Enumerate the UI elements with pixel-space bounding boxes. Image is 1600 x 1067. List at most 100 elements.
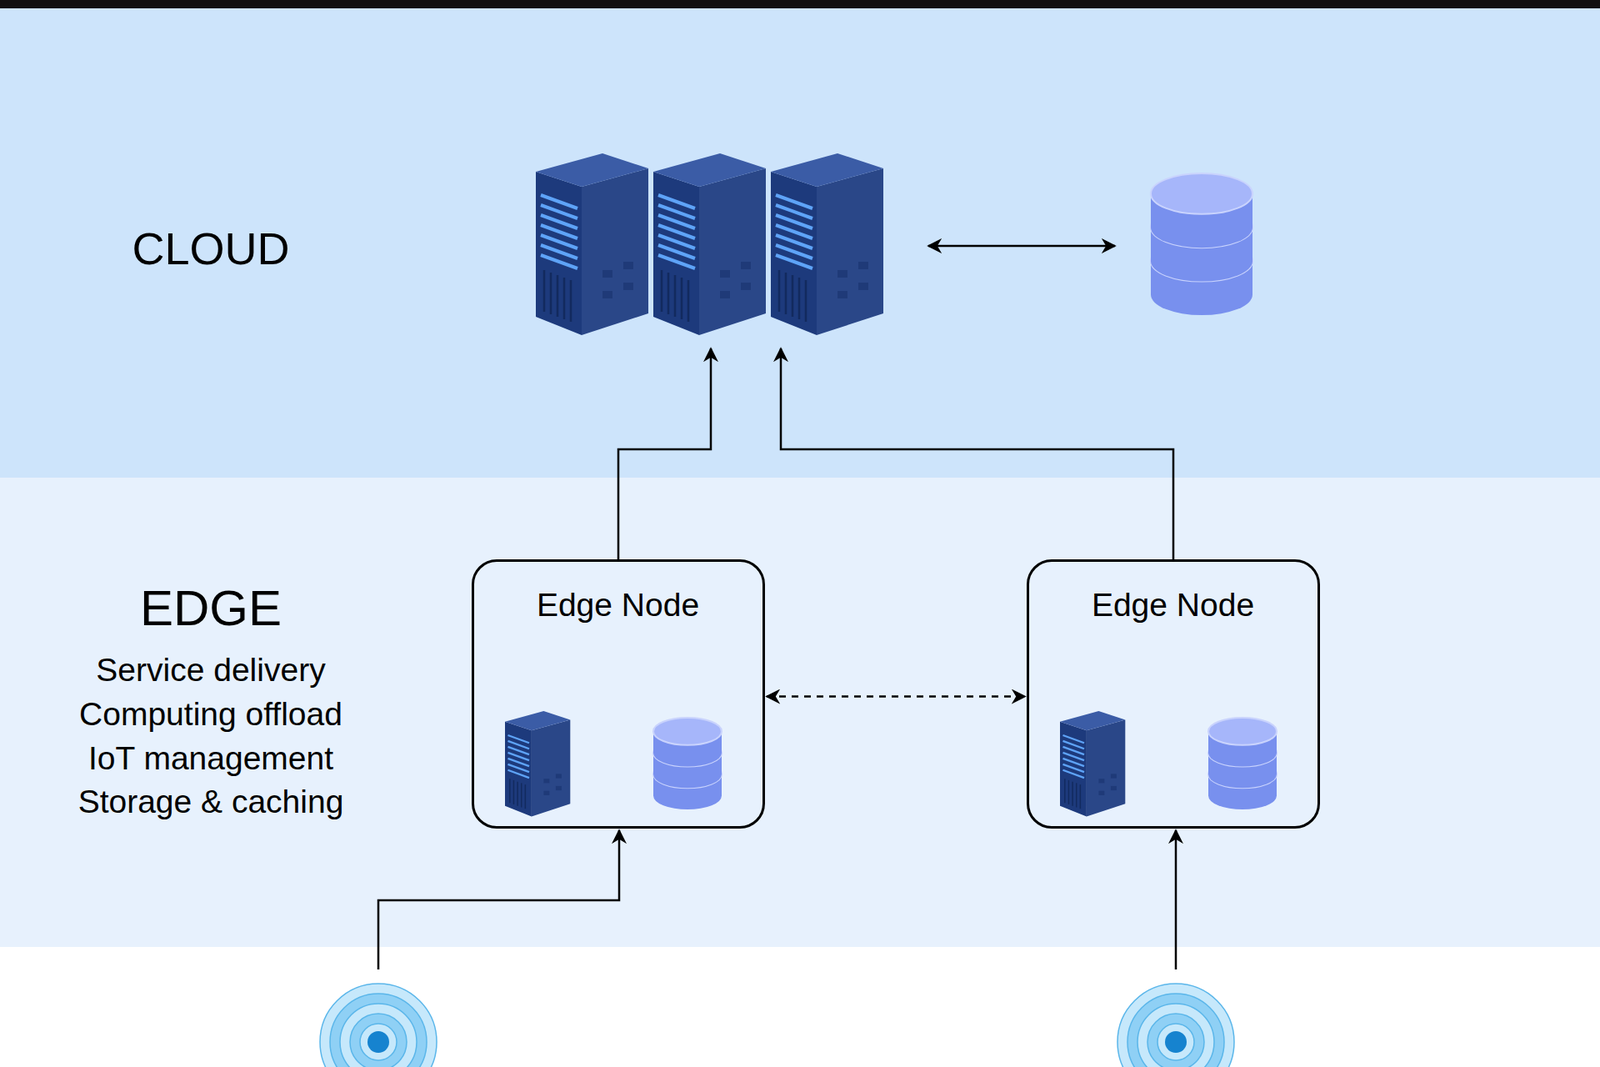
server-vent (1075, 782, 1077, 807)
server-vent (660, 270, 664, 312)
server-slot (507, 770, 530, 778)
server-side (1086, 719, 1125, 816)
server-front (653, 171, 700, 335)
top-bar (0, 0, 1600, 9)
server-vent (543, 270, 546, 312)
server-side (699, 168, 766, 335)
server-front (770, 171, 817, 335)
server-vent (556, 275, 560, 317)
uplink-arrow (780, 348, 1174, 560)
server-slot (1062, 770, 1085, 778)
server-slot (658, 255, 695, 269)
sensor-icon (1117, 983, 1235, 1067)
server-vent (1068, 780, 1070, 805)
server-port (1098, 778, 1105, 783)
sensor-core (367, 1030, 390, 1053)
server-vent (680, 277, 684, 320)
server-slot (775, 255, 813, 269)
server-port (543, 790, 550, 795)
edge-node-box: Edge Node (1026, 559, 1320, 829)
sensor-ring (350, 1013, 407, 1067)
server-port (720, 290, 730, 299)
server-tower (653, 153, 766, 335)
server-vent (1064, 778, 1065, 803)
server-port (837, 270, 848, 278)
sensor-uplink (378, 830, 620, 970)
sensor-icon (320, 983, 437, 1067)
edge-band: Edge Node Edge Node EDGE Service deliveryCo… (0, 477, 1600, 947)
database-icon (653, 717, 722, 810)
server-port (543, 778, 550, 783)
server-front (1060, 721, 1087, 817)
feature-item: Computing offload (79, 695, 343, 735)
server-vent (1071, 781, 1073, 806)
database-icon (1208, 717, 1277, 810)
server-vent (791, 275, 795, 317)
server-vent (805, 280, 808, 322)
server-vent (674, 275, 677, 317)
server-vent (667, 272, 670, 315)
server-vent (516, 781, 518, 806)
server-vent (525, 784, 526, 809)
sensor-ring (1157, 1023, 1195, 1060)
server-port (1110, 785, 1117, 790)
server-tower (535, 153, 649, 335)
cloud-band-fill (0, 0, 1600, 478)
feature-item: Storage & caching (78, 782, 345, 822)
peer-link (766, 695, 1025, 698)
server-port (623, 282, 634, 290)
uplink-arrow (618, 348, 711, 560)
server-port (602, 290, 613, 299)
server-vent (513, 780, 515, 805)
sensor-ring (1137, 1003, 1215, 1067)
server-port (555, 773, 562, 778)
server-vent (520, 782, 522, 807)
edge-band-fill (0, 477, 1600, 947)
server-tower (770, 153, 884, 335)
server-vent (687, 280, 690, 322)
server-port (858, 261, 869, 270)
server-vent (798, 277, 801, 320)
server-vent (785, 272, 788, 315)
server-port (740, 261, 751, 270)
sensor-ring (360, 1023, 397, 1060)
database-icon (1150, 173, 1253, 315)
band-title: CLOUD (131, 221, 290, 276)
server-slot (540, 255, 578, 269)
sensor-ring (330, 993, 427, 1067)
sensor-ring (320, 983, 437, 1067)
server-port (720, 270, 730, 278)
database-disc-top (1150, 173, 1253, 215)
server-top (770, 153, 884, 187)
server-side (581, 168, 649, 335)
server-port (858, 282, 869, 290)
server-side (531, 719, 570, 816)
server-port (555, 785, 562, 790)
server-front (535, 171, 582, 335)
server-top (505, 710, 570, 730)
database-disc-top (1208, 717, 1277, 745)
server-tower (1060, 710, 1125, 816)
storage-link (928, 245, 1115, 248)
node-title: Edge Node (1091, 585, 1255, 625)
edge-node-box: Edge Node (471, 559, 765, 829)
server-vent (570, 280, 573, 322)
cloud-band: CLOUD (0, 0, 1600, 478)
server-port (837, 290, 848, 299)
feature-item: Service delivery (95, 650, 325, 690)
node-title: Edge Node (536, 585, 700, 625)
server-front (505, 721, 532, 817)
server-side (816, 168, 884, 335)
sensor-ring (1117, 983, 1235, 1067)
server-vent (778, 270, 781, 312)
band-title: EDGE (140, 578, 282, 639)
sensor-ring (340, 1003, 417, 1067)
sensor-core (1165, 1030, 1187, 1053)
database-disc-top (653, 717, 722, 745)
server-top (535, 153, 649, 187)
server-vent (563, 277, 566, 320)
server-port (623, 261, 634, 270)
